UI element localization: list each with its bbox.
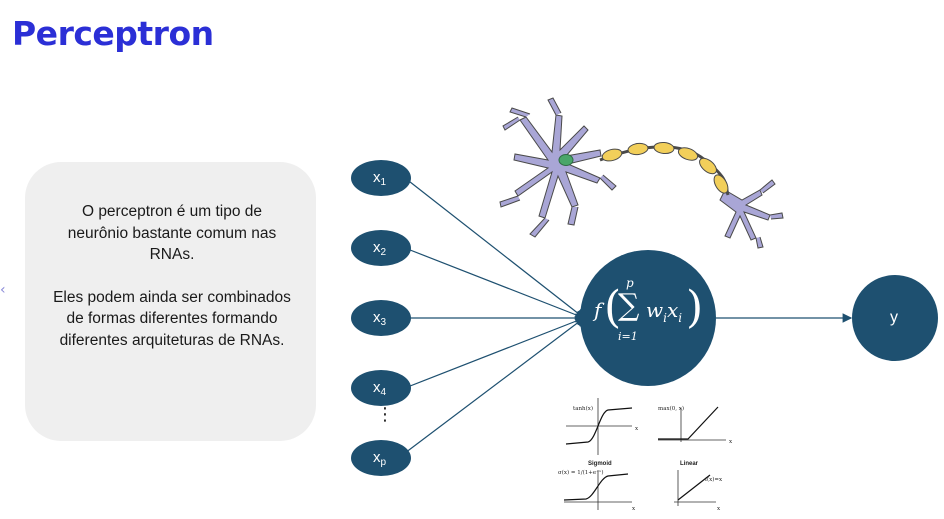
relu-axis-label: x <box>729 439 733 445</box>
ellipsis-icon: ⋮ <box>376 404 394 425</box>
formula-open-paren: ( <box>604 282 622 333</box>
tanh-label: tanh(x) <box>573 405 593 412</box>
sigma-icon: ∑ <box>618 288 640 323</box>
formula-close-paren: ) <box>686 282 704 333</box>
input-node-2 <box>351 230 411 266</box>
input-node-p <box>351 440 411 476</box>
input-label-1: x1 <box>373 169 387 188</box>
formula-function: f <box>594 298 602 322</box>
connection-xp <box>404 317 585 454</box>
connection-x2 <box>404 247 586 320</box>
sum-lower-limit: i=1 <box>618 330 638 343</box>
input-node-1 <box>351 160 411 196</box>
connection-x4 <box>404 316 586 389</box>
input-label-p: xp <box>373 449 387 468</box>
formula-term: wixi <box>646 298 683 325</box>
perceptron-formula: f ( p ∑ i=1 wixi ) <box>590 276 710 352</box>
linear-plot <box>674 470 716 506</box>
tanh-plot <box>565 398 633 455</box>
description-paragraph-2: Eles podem ainda ser combinados de forma… <box>53 288 291 349</box>
description-paragraph-1: O perceptron é um tipo de neurônio basta… <box>67 203 277 263</box>
sigmoid-plot <box>563 470 632 510</box>
linear-axis-label: x <box>717 506 721 512</box>
relu-label: max(0, x) <box>658 405 684 412</box>
output-node <box>852 275 938 361</box>
output-label: y <box>890 309 898 326</box>
sigmoid-axis-label: x <box>632 506 636 512</box>
relu-plot <box>658 406 726 442</box>
page-title: Perceptron <box>12 14 214 53</box>
sigmoid-formula: σ(x) = 1/(1+e⁻ˣ) <box>558 469 604 476</box>
description-card <box>25 162 316 441</box>
activation-plots <box>563 398 726 510</box>
input-label-4: x4 <box>373 379 387 398</box>
connection-x1 <box>404 177 585 319</box>
biological-neuron-illustration <box>499 97 784 249</box>
sum-upper-limit: p <box>626 276 634 290</box>
input-node-4 <box>351 370 411 406</box>
input-node-3 <box>351 300 411 336</box>
description-text: O perceptron é um tipo de neurônio basta… <box>52 201 292 351</box>
summation-neuron <box>580 250 716 386</box>
tanh-axis-label: x <box>635 426 639 432</box>
linear-formula: f(x)=x <box>705 476 723 483</box>
input-label-2: x2 <box>373 239 387 258</box>
previous-slide-arrow-icon[interactable]: ‹ <box>0 282 6 298</box>
input-label-3: x3 <box>373 309 387 328</box>
input-connections <box>404 177 586 454</box>
sigmoid-name: Sigmoid <box>588 461 612 467</box>
linear-name: Linear <box>680 461 699 467</box>
